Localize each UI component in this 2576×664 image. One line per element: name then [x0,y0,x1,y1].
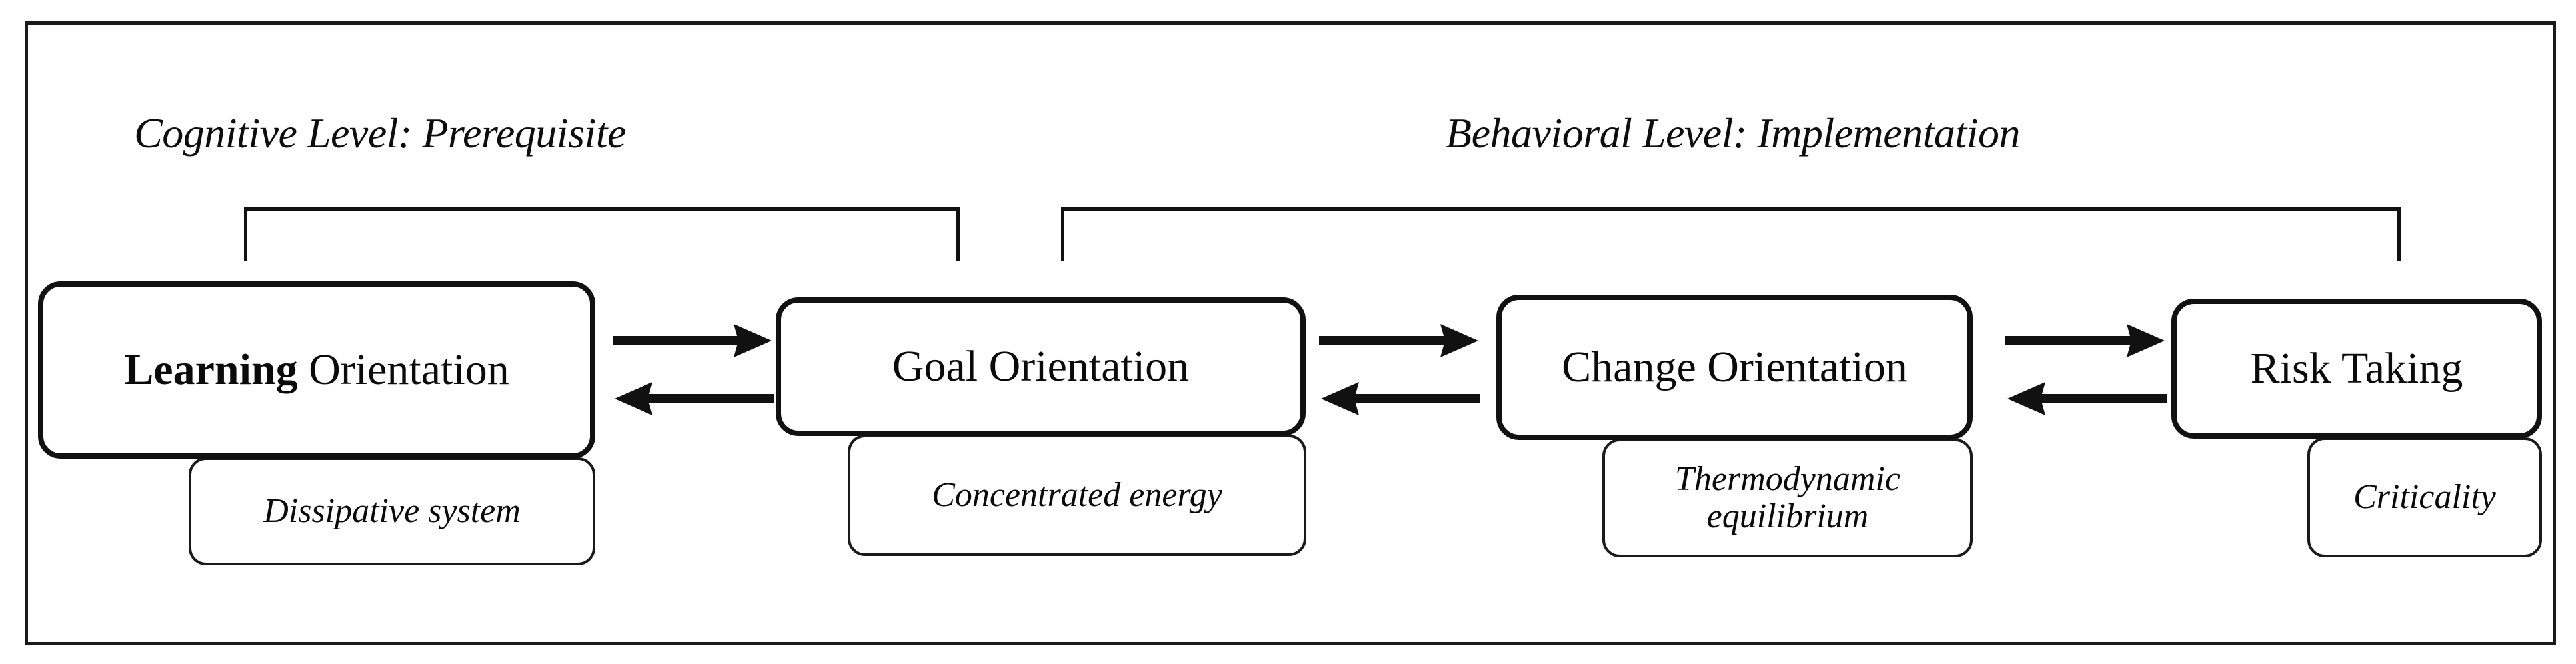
subnode-label-dissipative-system: Dissipative system [263,491,521,530]
subnode-dissipative-system[interactable]: Dissipative system [189,457,595,565]
connector-goal-change [1316,323,1483,420]
arrow-right-learning-to-goal [613,324,772,357]
node-goal-orientation[interactable]: Goal Orientation [776,297,1306,436]
subnode-label-concentrated-energy: Concentrated energy [932,475,1222,514]
level-header-cognitive: Cognitive Level: Prerequisite [134,109,626,157]
connector-learning-goal [610,323,776,420]
connector-change-risk [2003,323,2169,420]
subnode-criticality[interactable]: Criticality [2307,437,2542,557]
level-header-behavioral: Behavioral Level: Implementation [1446,109,2020,157]
node-label-learning-orientation: Learning Orientation [124,348,509,392]
arrow-right-goal-to-change [1319,324,1478,357]
node-change-orientation[interactable]: Change Orientation [1496,295,1973,440]
arrow-left-change-to-goal [1321,382,1480,415]
node-label-learning-orientation-rest: Orientation [297,345,509,394]
subnode-thermodynamic-equilibrium[interactable]: Thermodynamic equilibrium [1602,439,1973,557]
node-label-change-orientation: Change Orientation [1562,343,1908,391]
subnode-label-criticality: Criticality [2353,477,2496,516]
arrow-right-change-to-risk [2005,324,2165,357]
node-label-risk-taking: Risk Taking [2250,344,2463,393]
subnode-concentrated-energy[interactable]: Concentrated energy [848,435,1306,556]
node-learning-orientation[interactable]: Learning Orientation [38,281,595,459]
node-label-learning-orientation-strong: Learning [124,345,298,394]
bracket-cognitive [244,207,960,261]
node-label-goal-orientation: Goal Orientation [892,342,1190,391]
node-risk-taking[interactable]: Risk Taking [2171,299,2542,439]
arrow-left-risk-to-change [2007,382,2167,415]
diagram-outer-frame [25,21,2556,645]
arrow-left-goal-to-learning [615,382,774,415]
bracket-behavioral [1061,207,2401,261]
subnode-label-thermodynamic-equilibrium: Thermodynamic equilibrium [1675,459,1900,535]
